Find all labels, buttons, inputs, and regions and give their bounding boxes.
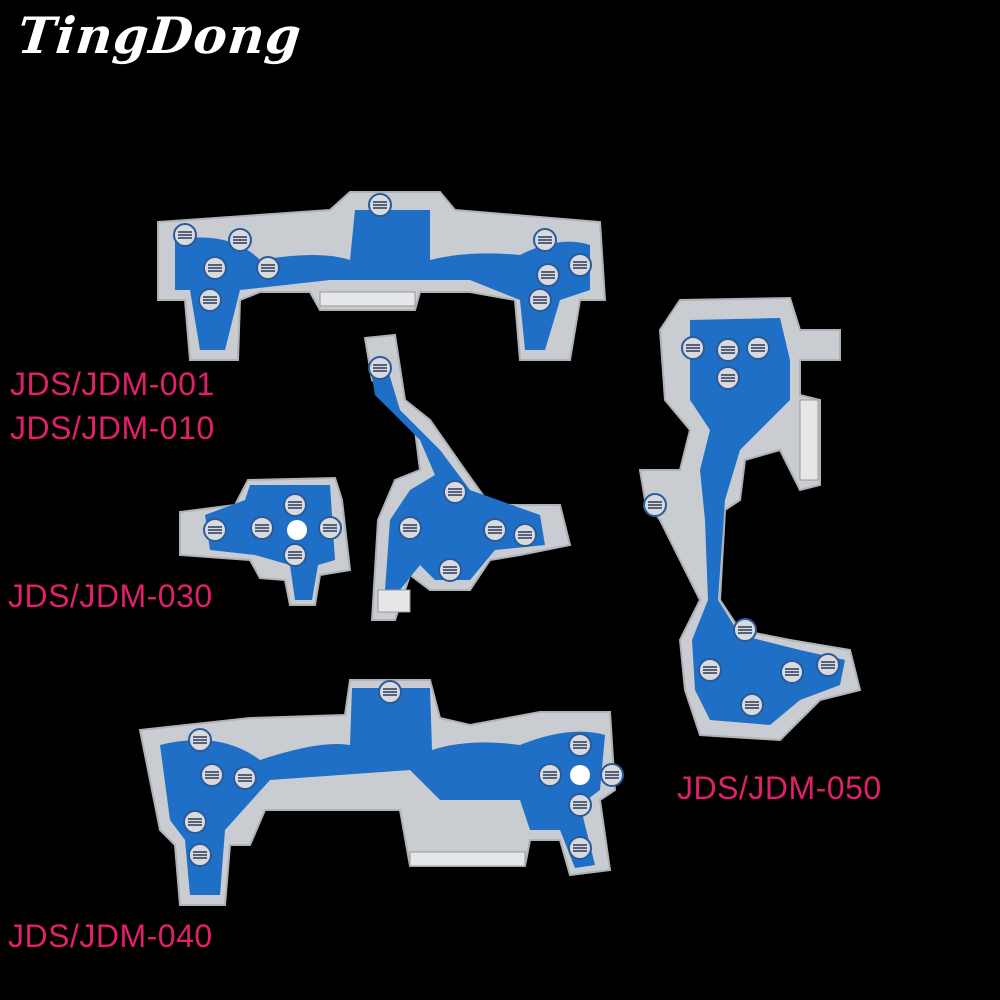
membrane-board-001 <box>157 191 607 361</box>
model-label-jdm-040: JDS/JDM-040 <box>8 918 213 954</box>
model-label-jdm-010: JDS/JDM-010 <box>10 410 215 446</box>
model-label-jdm-030: JDS/JDM-030 <box>8 578 213 614</box>
membrane-board-040 <box>138 679 624 906</box>
membrane-board-050 <box>638 296 862 742</box>
model-label-jdm-001: JDS/JDM-001 <box>10 366 215 402</box>
membrane-board-030-right <box>363 333 572 621</box>
model-label-jdm-050: JDS/JDM-050 <box>677 770 882 806</box>
membrane-board-030-left <box>179 476 352 606</box>
